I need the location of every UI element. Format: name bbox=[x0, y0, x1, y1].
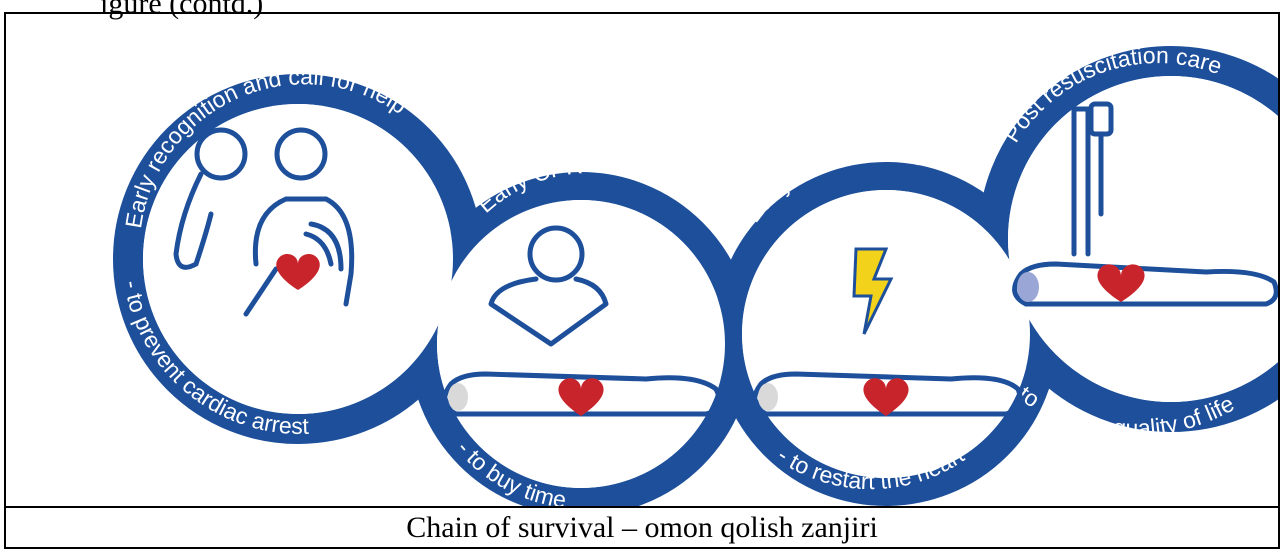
figure-caption: Chain of survival – omon qolish zanjiri bbox=[6, 508, 1278, 548]
chain-of-survival-diagram: Early recognition and call for help - to… bbox=[6, 14, 1278, 506]
figure-frame: Early recognition and call for help - to… bbox=[4, 12, 1280, 549]
